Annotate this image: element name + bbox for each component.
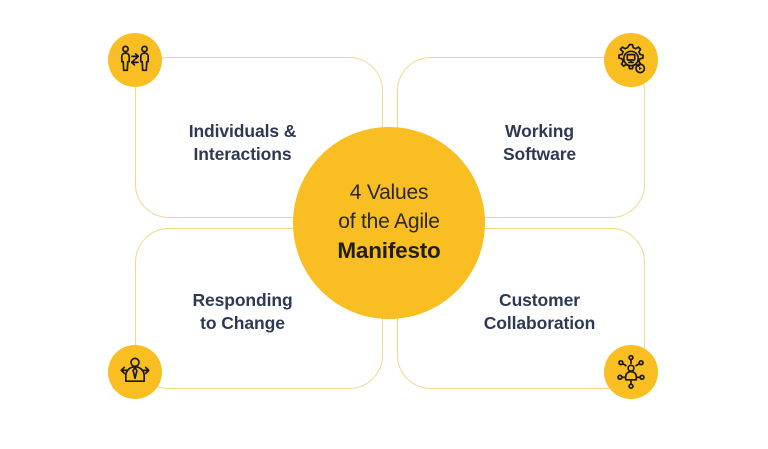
center-title-line-1: 4 Values <box>349 181 429 205</box>
center-title-line-2: of the Agile <box>338 209 440 233</box>
center-circle: 4 Values of the Agile Manifesto <box>293 127 485 319</box>
responding-to-change-icon <box>108 345 162 399</box>
quadrant-label-customer-collaboration: Customer Collaboration <box>483 290 596 334</box>
customer-collaboration-network-icon <box>604 345 658 399</box>
people-interaction-icon <box>108 33 162 87</box>
center-title-line-3: Manifesto <box>337 238 441 264</box>
working-software-gear-icon <box>604 33 658 87</box>
quadrant-label-working-software: Working Software <box>502 121 577 165</box>
quadrant-label-responding-to-change: Responding to Change <box>192 290 293 334</box>
quadrant-label-individuals-interactions: Individuals & Interactions <box>188 121 297 165</box>
